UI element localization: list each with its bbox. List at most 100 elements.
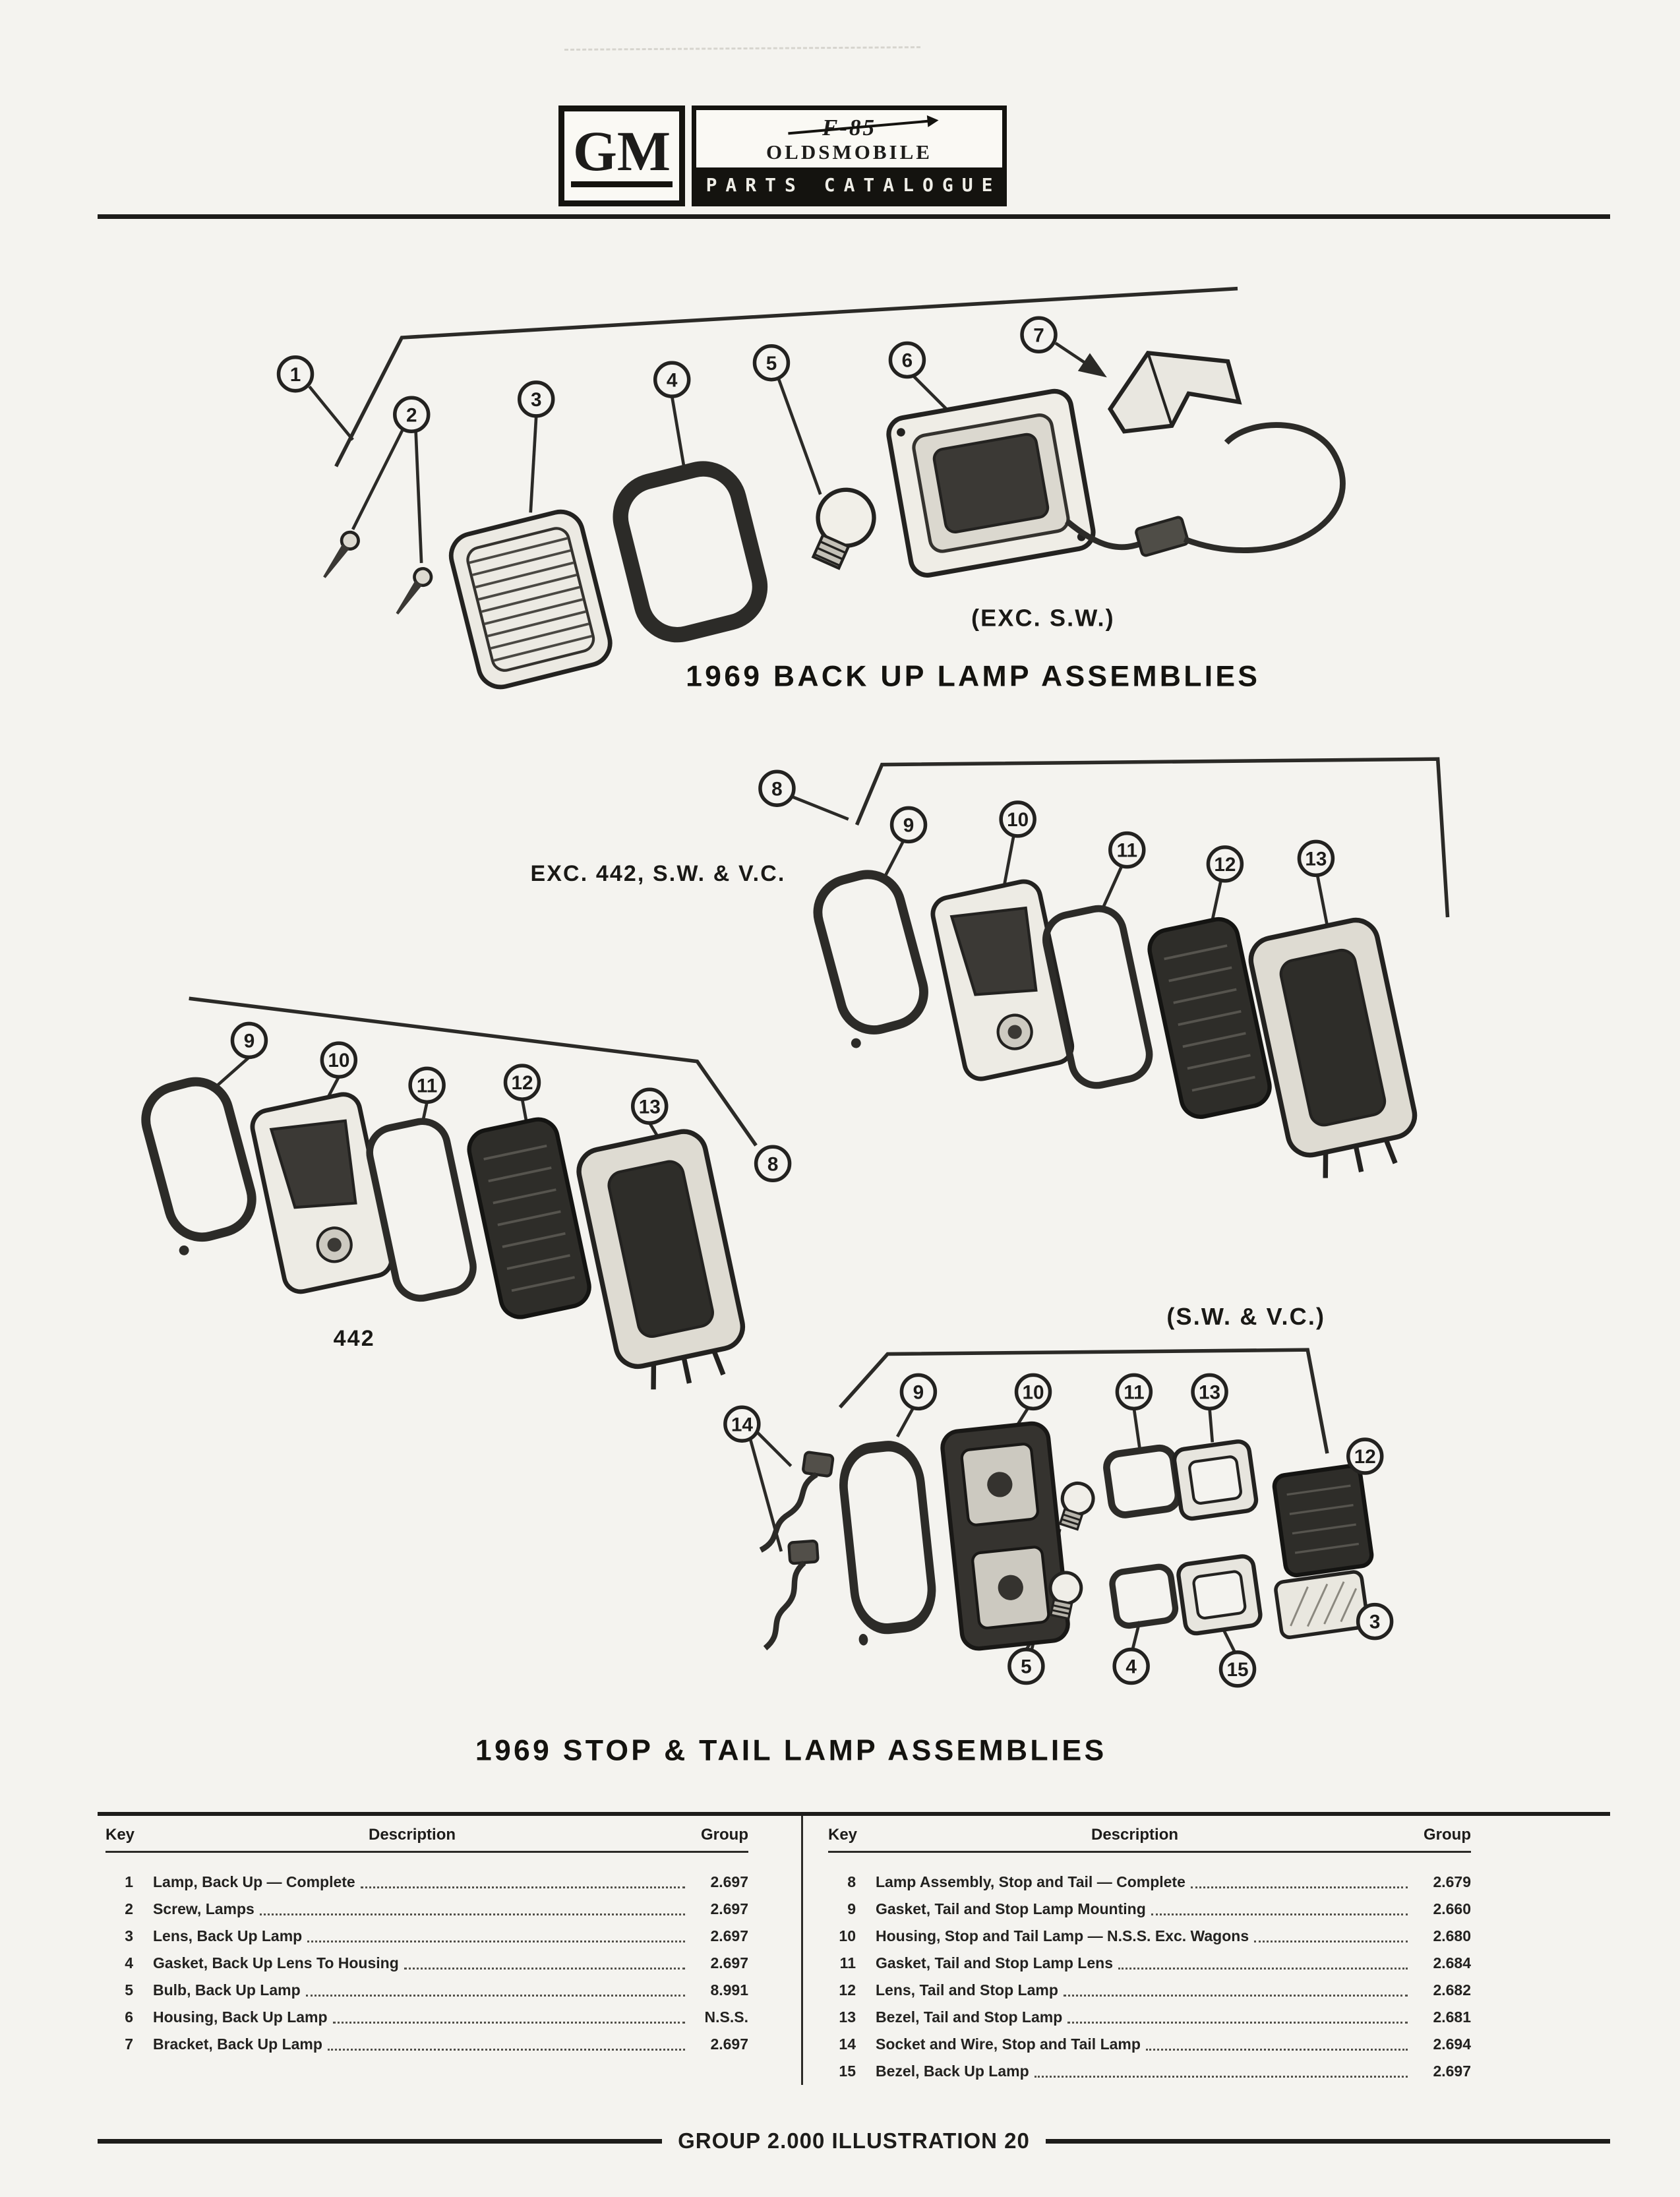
leader-dots <box>360 1886 685 1888</box>
svg-text:11: 11 <box>1117 840 1137 862</box>
exc442-variant-label: EXC. 442, S.W. & V.C. <box>530 861 785 886</box>
tail-housing-part <box>249 1091 394 1295</box>
svg-text:13: 13 <box>1305 848 1327 870</box>
row-desc: Screw, Lamps <box>153 1900 255 1917</box>
table-row: 14 Socket and Wire, Stop and Tail Lamp 2… <box>828 2031 1471 2058</box>
scan-artifact <box>564 46 921 51</box>
col-group: Group <box>701 1826 748 1844</box>
backup-variant-label: (EXC. S.W.) <box>971 604 1115 631</box>
row-key: 8 <box>847 1873 856 1890</box>
row-group: 2.682 <box>1433 1981 1471 1999</box>
page-footer: GROUP 2.000 ILLUSTRATION 20 <box>98 2128 1611 2153</box>
callout-13: 13 <box>630 1087 669 1125</box>
brand-top: F-85 OLDSMOBILE <box>696 110 1002 167</box>
table-row: 12 Lens, Tail and Stop Lamp 2.682 <box>828 1977 1471 2004</box>
parts-table-left: Key Description Group 1 Lamp, Back Up — … <box>105 1816 748 2085</box>
leader-dots <box>332 2022 685 2024</box>
svg-text:3: 3 <box>531 389 542 411</box>
svg-text:9: 9 <box>913 1381 924 1403</box>
svg-text:10: 10 <box>1022 1381 1044 1403</box>
row-desc: Lens, Tail and Stop Lamp <box>876 1981 1058 1999</box>
svg-text:13: 13 <box>1199 1381 1220 1403</box>
stoptail-exc-diagram: EXC. 442, S.W. & V.C. 8 9 <box>530 757 1450 1185</box>
callout-10: 10 <box>1014 1373 1052 1411</box>
leader-dots <box>307 1941 685 1942</box>
row-desc: Bracket, Back Up Lamp <box>153 2035 322 2053</box>
assembly-span-line <box>189 996 758 1147</box>
callout-11: 11 <box>408 1066 446 1104</box>
row-desc: Lamp, Back Up — Complete <box>153 1873 355 1890</box>
swvc-variant-label: (S.W. & V.C.) <box>1166 1303 1325 1330</box>
callout-5: 5 <box>752 344 791 382</box>
svg-text:6: 6 <box>902 350 913 372</box>
assembly-span-line <box>838 1348 1329 1454</box>
row-desc: Housing, Back Up Lamp <box>153 2008 328 2026</box>
leader-lines <box>308 342 1107 563</box>
table-header: Key Description Group <box>828 1816 1471 1853</box>
row-desc: Housing, Stop and Tail Lamp — N.S.S. Exc… <box>876 1927 1249 1944</box>
row-key: 2 <box>125 1900 133 1917</box>
callout-7: 7 <box>1020 316 1058 353</box>
assembly-span-line <box>855 757 1450 918</box>
table-row: 4 Gasket, Back Up Lens To Housing 2.697 <box>105 1950 748 1977</box>
row-desc: Bezel, Tail and Stop Lamp <box>876 2008 1063 2026</box>
row-group: 2.697 <box>710 1873 748 1890</box>
parts-table: Key Description Group 1 Lamp, Back Up — … <box>98 1812 1610 2085</box>
backup-bulb-part <box>811 487 876 570</box>
gm-logo-text: GM <box>570 123 673 187</box>
row-key: 7 <box>125 2035 133 2053</box>
callout-8: 8 <box>754 1145 792 1183</box>
callout-13: 13 <box>1191 1373 1228 1411</box>
row-group: N.S.S. <box>704 2008 748 2026</box>
svg-text:5: 5 <box>766 353 777 375</box>
table-body: 8 Lamp Assembly, Stop and Tail — Complet… <box>828 1853 1471 2085</box>
socket-wire-part <box>758 1541 824 1648</box>
col-group: Group <box>1424 1826 1471 1844</box>
table-row: 5 Bulb, Back Up Lamp 8.991 <box>105 1977 748 2004</box>
row-group: 2.681 <box>1433 2008 1471 2026</box>
row-key: 1 <box>125 1873 133 1890</box>
header-logo-block: GM F-85 OLDSMOBILE PARTS CATALOGUE <box>558 105 1007 206</box>
leader-dots <box>1190 1886 1408 1888</box>
tail-gasket-part <box>839 1443 938 1646</box>
footer-rule-left <box>98 2138 663 2144</box>
table-row: 7 Bracket, Back Up Lamp 2.697 <box>105 2031 748 2058</box>
table-header: Key Description Group <box>105 1816 748 1853</box>
svg-text:1: 1 <box>290 364 301 386</box>
backup-housing-part <box>886 388 1096 578</box>
svg-text:5: 5 <box>1021 1656 1032 1678</box>
row-key: 15 <box>839 2062 856 2080</box>
table-row: 11 Gasket, Tail and Stop Lamp Lens 2.684 <box>828 1950 1471 1977</box>
table-row: 9 Gasket, Tail and Stop Lamp Mounting 2.… <box>828 1896 1471 1923</box>
table-divider <box>801 1816 803 2085</box>
row-key: 6 <box>125 2008 133 2026</box>
footer-rule-right <box>1045 2138 1611 2144</box>
parts-catalogue-text: PARTS CATALOGUE <box>705 173 1002 196</box>
row-key: 4 <box>125 1954 133 1971</box>
gm-logo: GM <box>558 105 685 206</box>
backup-bracket-part <box>1108 350 1242 434</box>
col-key: Key <box>828 1826 858 1844</box>
callout-11: 11 <box>1108 831 1146 869</box>
leader-dots <box>305 1995 685 1997</box>
callout-9: 9 <box>230 1021 268 1060</box>
table-row: 10 Housing, Stop and Tail Lamp — N.S.S. … <box>828 1923 1471 1950</box>
callout-3: 3 <box>517 380 555 418</box>
wire-loop <box>1183 422 1346 553</box>
row-key: 11 <box>839 1954 856 1971</box>
svg-text:9: 9 <box>244 1031 255 1052</box>
exploded-diagrams: 1 2 3 4 5 6 7 <box>0 286 1450 1766</box>
callout-10: 10 <box>999 800 1036 838</box>
wire-plug <box>1135 516 1189 557</box>
callout-13: 13 <box>1297 839 1335 878</box>
callout-12: 12 <box>503 1064 541 1101</box>
row-group: 2.680 <box>1433 1927 1471 1944</box>
backup-lamp-diagram: 1 2 3 4 5 6 7 <box>276 286 1346 693</box>
row-desc: Lens, Back Up Lamp <box>153 1927 303 1944</box>
bulb-part <box>1054 1479 1097 1531</box>
col-description: Description <box>368 1826 456 1844</box>
leader-lines <box>791 795 1329 926</box>
442-label: 442 <box>334 1326 375 1351</box>
callout-3: 3 <box>1356 1602 1394 1640</box>
row-key: 3 <box>125 1927 133 1944</box>
